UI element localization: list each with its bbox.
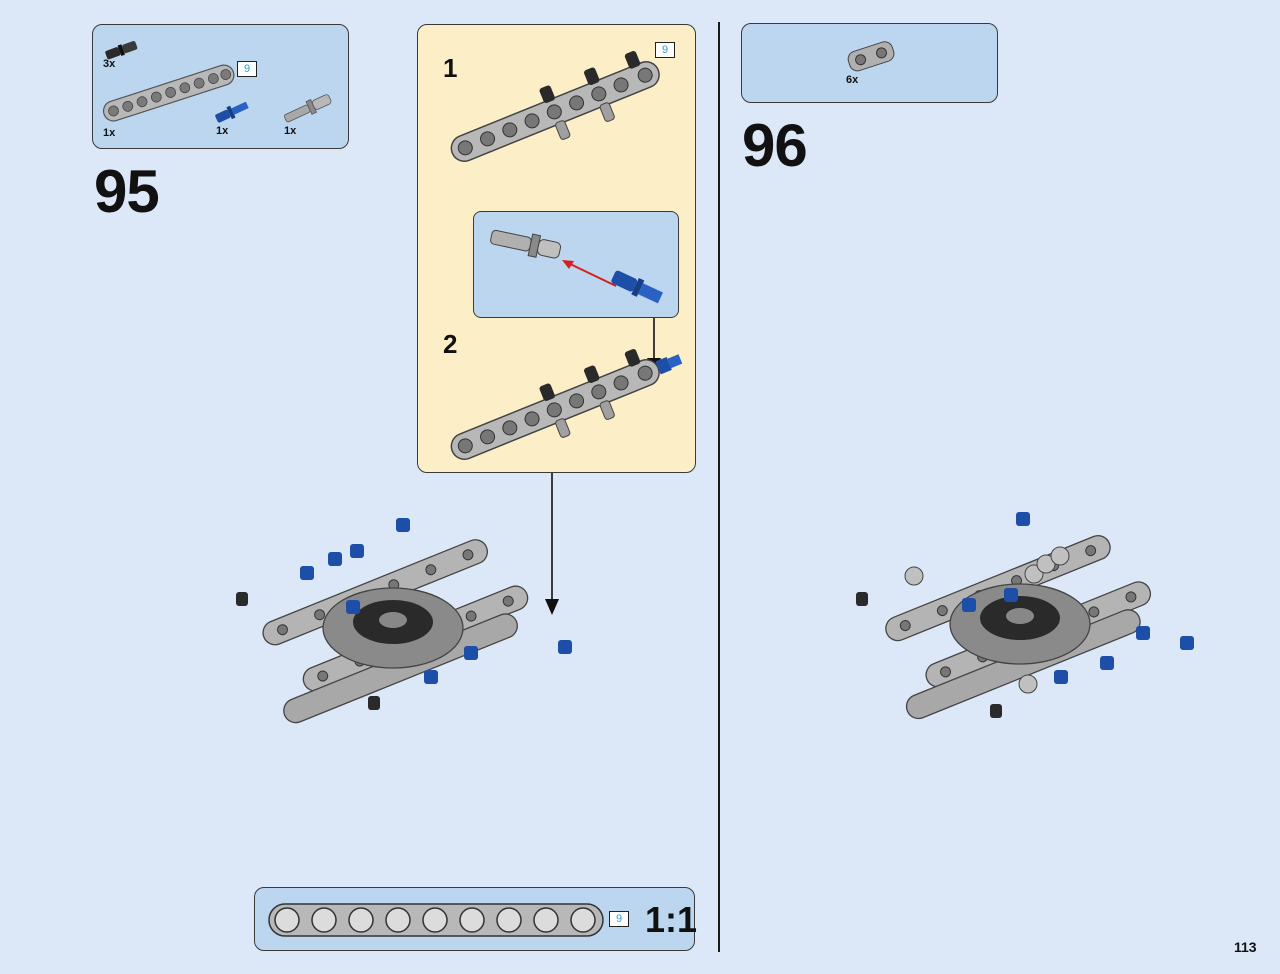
callout-box xyxy=(473,211,679,318)
length-tag: 9 xyxy=(609,911,629,927)
insert-arrow-icon xyxy=(562,260,617,287)
beam-with-pins-icon xyxy=(450,349,683,460)
step-95-parts-box: 3x 9 1x 1x 1x xyxy=(92,24,349,149)
qty-label: 1x xyxy=(103,127,116,139)
qty-label: 1x xyxy=(216,125,229,137)
step-96-parts-box: 6x xyxy=(741,23,998,103)
beam-9-icon xyxy=(268,903,604,937)
substep-number: 2 xyxy=(443,329,458,359)
down-arrow-icon xyxy=(545,473,559,615)
length-tag: 9 xyxy=(655,42,675,58)
scale-ruler-box: 9 1:1 xyxy=(254,887,698,951)
model-assembly-step-96 xyxy=(856,512,1194,720)
pin-grey-icon xyxy=(490,229,562,259)
step-number: 96 xyxy=(742,112,808,179)
scale-label: 1:1 xyxy=(645,899,698,940)
page-number: 113 xyxy=(1234,939,1257,955)
model-assembly-step-95 xyxy=(236,518,572,724)
page-divider xyxy=(718,22,720,952)
axle-pin-blue-icon xyxy=(215,101,249,123)
qty-label: 3x xyxy=(103,58,116,70)
axle-pin-blue-icon xyxy=(611,270,663,304)
substep-number: 1 xyxy=(443,53,458,83)
length-tag: 9 xyxy=(237,61,257,77)
step-number: 95 xyxy=(94,158,160,225)
qty-label: 1x xyxy=(284,125,297,137)
qty-label: 6x xyxy=(846,74,859,86)
pin-black-icon xyxy=(105,41,138,60)
pin-grey-icon xyxy=(284,94,332,123)
cross-block-icon xyxy=(847,41,895,72)
beam-9-icon xyxy=(102,64,235,122)
subassembly-box: 1 9 xyxy=(417,24,696,473)
beam-with-pins-icon xyxy=(450,51,660,162)
